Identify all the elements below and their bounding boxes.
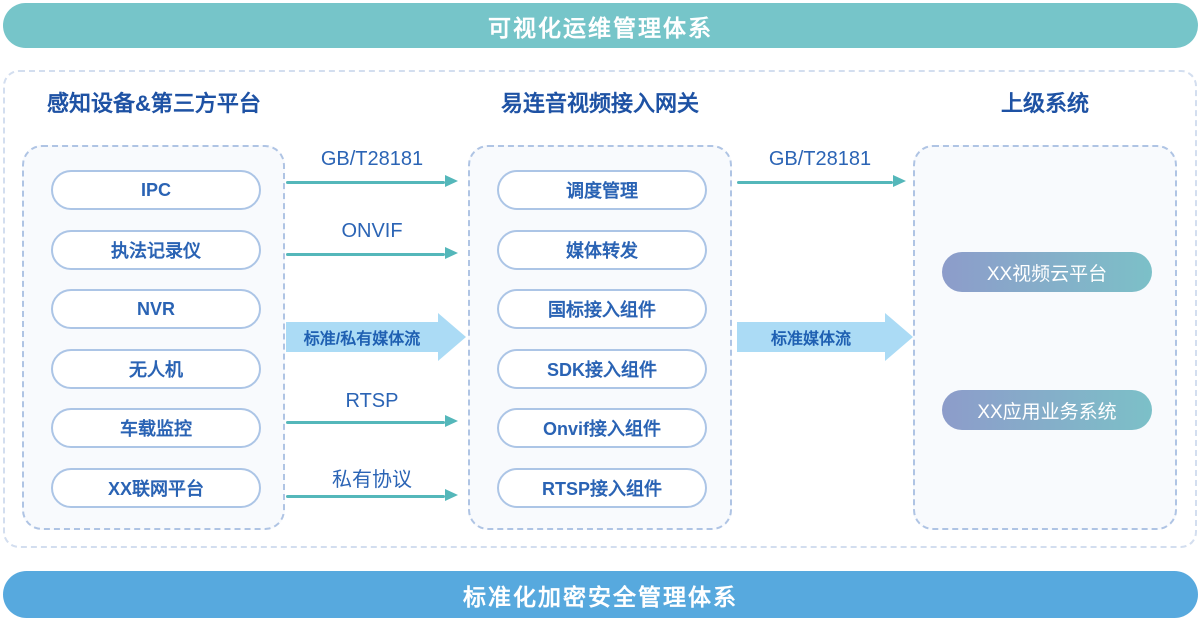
top-banner: 可视化运维管理体系	[3, 3, 1198, 48]
flow-label-gbt28181-left: GB/T28181	[320, 148, 424, 170]
column-title-gateway: 易连音视频接入网关	[500, 91, 699, 116]
gateway-module: 调度管理	[497, 170, 707, 210]
devices-group-box: IPC 执法记录仪 NVR 无人机 车载监控 XX联网平台	[22, 145, 285, 530]
thick-arrow-media-stream-right: 标准媒体流	[737, 322, 885, 352]
flow-label-private-protocol: 私有协议	[332, 469, 412, 491]
device-item: 无人机	[51, 349, 261, 389]
upper-system-item: XX应用业务系统	[942, 390, 1152, 430]
arrow-private-protocol	[286, 489, 458, 501]
gateway-module: RTSP接入组件	[497, 468, 707, 508]
gateway-group-box: 调度管理 媒体转发 国标接入组件 SDK接入组件 Onvif接入组件 RTSP接…	[468, 145, 732, 530]
flow-label-gbt28181-right: GB/T28181	[768, 148, 872, 170]
upper-system-item: XX视频云平台	[942, 252, 1152, 292]
device-item: XX联网平台	[51, 468, 261, 508]
thick-arrow-head-right-icon	[885, 313, 913, 361]
device-item: NVR	[51, 289, 261, 329]
arrow-rtsp	[286, 415, 458, 427]
upper-system-group-box: XX视频云平台 XX应用业务系统	[913, 145, 1177, 530]
gateway-module: 国标接入组件	[497, 289, 707, 329]
arrow-onvif	[286, 247, 458, 259]
gateway-module: SDK接入组件	[497, 349, 707, 389]
bottom-banner: 标准化加密安全管理体系	[3, 571, 1198, 618]
gateway-module: Onvif接入组件	[497, 408, 707, 448]
device-item: IPC	[51, 170, 261, 210]
device-item: 执法记录仪	[51, 230, 261, 270]
gateway-module: 媒体转发	[497, 230, 707, 270]
device-item: 车载监控	[51, 408, 261, 448]
arrow-gbt28181-left	[286, 175, 458, 187]
thick-arrow-media-stream-left: 标准/私有媒体流	[286, 322, 438, 352]
column-title-upper-system: 上级系统	[1000, 91, 1089, 116]
flow-label-rtsp: RTSP	[345, 390, 399, 412]
column-title-devices: 感知设备&第三方平台	[47, 91, 261, 116]
flow-label-onvif: ONVIF	[341, 220, 403, 242]
thick-arrow-head-left-icon	[438, 313, 466, 361]
arrow-gbt28181-right	[737, 175, 906, 187]
